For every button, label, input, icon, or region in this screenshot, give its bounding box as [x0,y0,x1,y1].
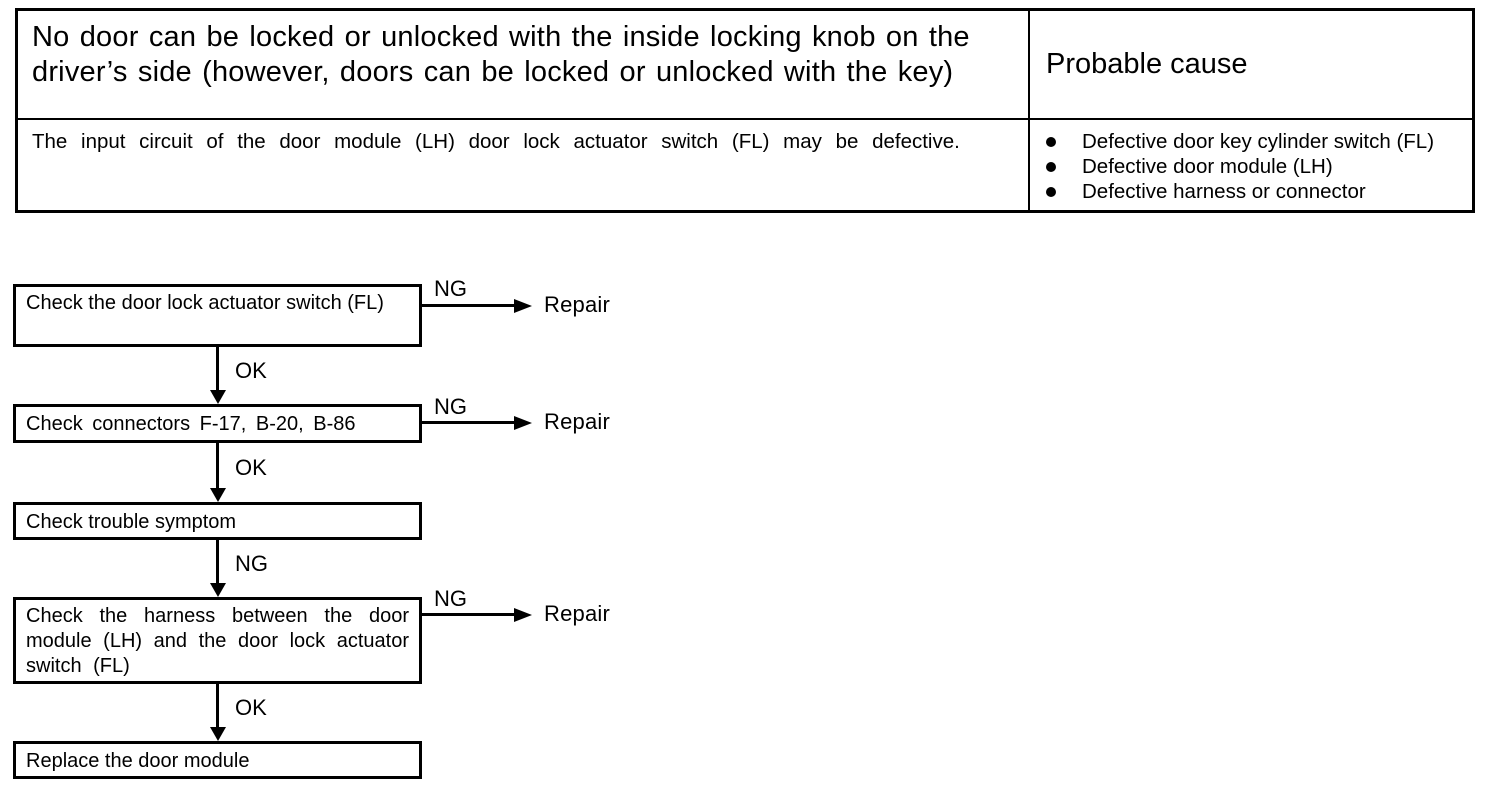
connector-line [216,684,219,727]
cause-text: Defective door key cylinder switch (FL) [1082,130,1435,153]
flow-step-label: Check the door lock actuator switch (FL) [26,292,384,314]
symptom-table: No door can be locked or unlocked with t… [15,8,1475,213]
ng-branch-line [422,613,515,616]
probable-cause-label: Probable cause [1046,48,1248,80]
flow-step-check-actuator-switch: Check the door lock actuator switch (FL) [13,284,422,347]
ng-label: NG [434,586,467,611]
arrow-right-icon [514,416,532,430]
connector-line [216,540,219,583]
ok-label: OK [235,358,267,383]
arrow-right-icon [514,608,532,622]
symptom-detail-text: The input circuit of the door module (LH… [32,130,960,153]
arrow-down-icon [210,727,226,741]
repair-label: Repair [544,409,611,434]
ng-branch-line [422,304,515,307]
ng-label: NG [434,276,467,301]
list-item: Defective harness or connector [1030,179,1472,204]
flow-step-label: Check connectors F-17, B-20, B-86 [26,413,356,435]
repair-label: Repair [544,601,611,626]
arrow-down-icon [210,390,226,404]
list-item: Defective door module (LH) [1030,154,1472,179]
connector-line [216,443,219,488]
symptom-detail-cell: The input circuit of the door module (LH… [18,120,1030,210]
ok-label: OK [235,695,267,720]
ok-label: OK [235,455,267,480]
probable-cause-header-cell: Probable cause [1030,11,1472,120]
connector-line [216,347,219,390]
repair-label: Repair [544,292,611,317]
cause-text: Defective harness or connector [1082,180,1366,203]
ng-branch-line [422,421,515,424]
ng-label: NG [434,394,467,419]
symptom-header-cell: No door can be locked or unlocked with t… [18,11,1030,120]
flow-step-label: Check the harness between the door modul… [26,605,409,677]
probable-causes-cell: Defective door key cylinder switch (FL) … [1030,120,1472,210]
arrow-down-icon [210,488,226,502]
flow-step-check-connectors: Check connectors F-17, B-20, B-86 [13,404,422,443]
arrow-down-icon [210,583,226,597]
ng-label: NG [235,551,268,576]
flow-step-replace-door-module: Replace the door module [13,741,422,779]
probable-causes-list: Defective door key cylinder switch (FL) … [1030,129,1472,204]
flow-step-label: Replace the door module [26,750,250,772]
list-item: Defective door key cylinder switch (FL) [1030,129,1472,154]
arrow-right-icon [514,299,532,313]
flow-step-label: Check trouble symptom [26,511,237,533]
cause-text: Defective door module (LH) [1082,155,1333,178]
flow-step-check-harness: Check the harness between the door modul… [13,597,422,684]
bullet-icon [1046,161,1056,172]
bullet-icon [1046,186,1056,197]
bullet-icon [1046,136,1056,147]
flow-step-check-trouble-symptom: Check trouble symptom [13,502,422,540]
symptom-text: No door can be locked or unlocked with t… [32,21,970,88]
